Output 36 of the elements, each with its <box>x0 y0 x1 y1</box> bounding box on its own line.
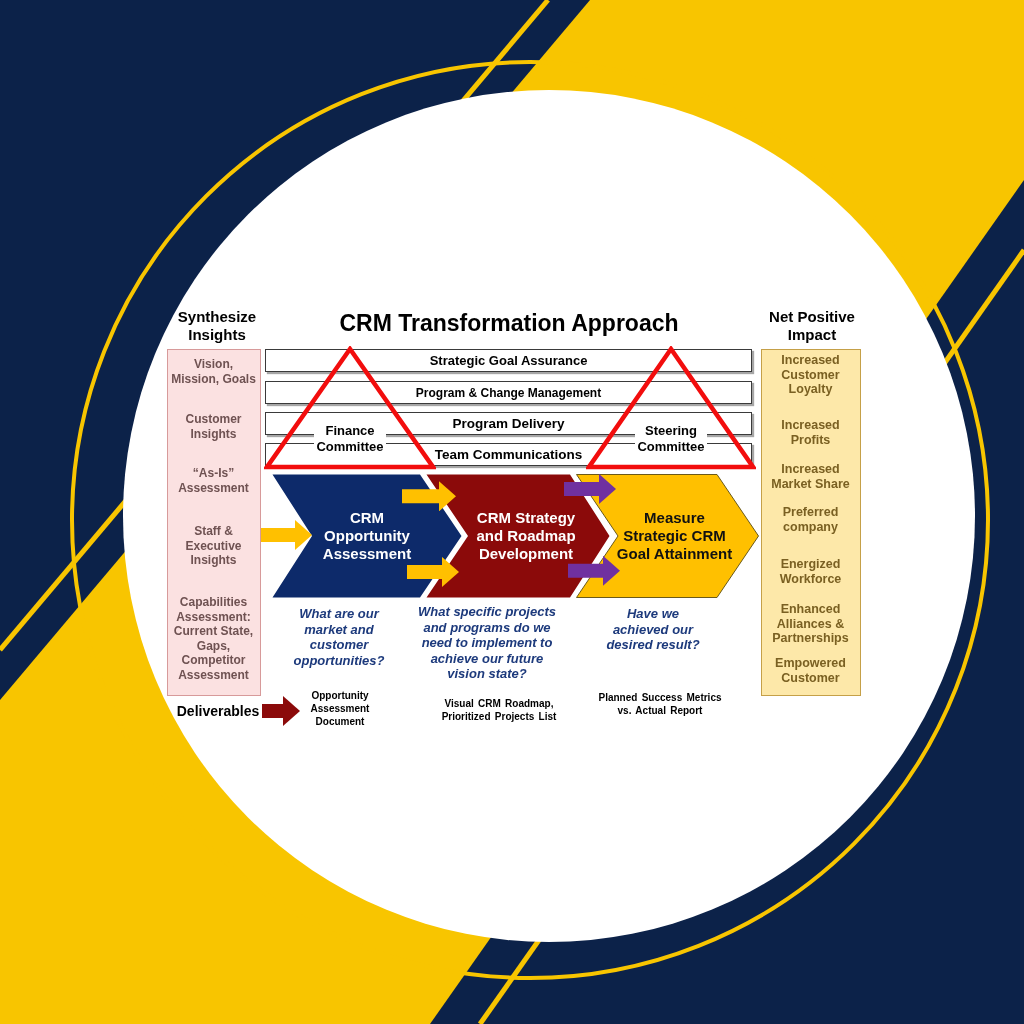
block-arrow <box>261 520 312 550</box>
diagram-title: CRM Transformation Approach <box>338 309 680 337</box>
impact-item: Increased Customer Loyalty <box>780 353 841 397</box>
stage-label: CRM Strategy and Roadmap Development <box>475 509 577 563</box>
block-arrow <box>564 473 616 504</box>
chevron-shape <box>272 474 462 598</box>
insight-item: Staff & Executive Insights <box>184 524 243 568</box>
stage-label: CRM Opportunity Assessment <box>321 509 413 563</box>
workstream-bar: Strategic Goal Assurance <box>265 349 752 372</box>
stage-question: Have we achieved our desired result? <box>605 606 701 653</box>
block-arrow <box>262 696 300 726</box>
panel-heading: Net Positive Impact <box>768 308 856 344</box>
deliverable-label: Opportunity Assessment Document <box>303 689 377 729</box>
row-label: Deliverables <box>176 702 260 720</box>
impact-item: Preferred company <box>781 505 840 534</box>
block-arrow <box>407 556 459 587</box>
insight-item: Vision, Mission, Goals <box>170 357 257 386</box>
block-arrow <box>568 555 620 586</box>
impact-item: Empowered Customer <box>774 656 847 685</box>
insight-item: Capabilities Assessment: Current State, Gaps, Competitor Assessment <box>172 595 255 682</box>
stage-question: What are our market and customer opportunities? <box>292 606 386 668</box>
panel-heading: Synthesize Insights <box>176 308 258 344</box>
impact-item: Enhanced Alliances & Partnerships <box>771 602 850 646</box>
chevron-shape <box>426 474 610 598</box>
deliverable-label: Planned Success Metrics vs. Actual Report <box>597 691 723 717</box>
impact-item: Increased Profits <box>780 418 841 447</box>
chevron-shape <box>576 474 759 598</box>
stage-label: Measure Strategic CRM Goal Attainment <box>615 509 734 563</box>
block-arrow <box>402 481 456 512</box>
impact-item: Energized Workforce <box>778 557 843 586</box>
stage-question: What specific projects and programs do we need to implement to achieve our future vision state? <box>417 604 557 682</box>
workstream-bar: Program & Change Management <box>265 381 752 404</box>
insight-item: “As-Is” Assessment <box>177 466 250 495</box>
insight-item: Customer Insights <box>184 412 243 441</box>
deliverable-label: Visual CRM Roadmap, Prioritized Projects List <box>440 697 558 723</box>
impact-item: Increased Market Share <box>770 462 851 491</box>
